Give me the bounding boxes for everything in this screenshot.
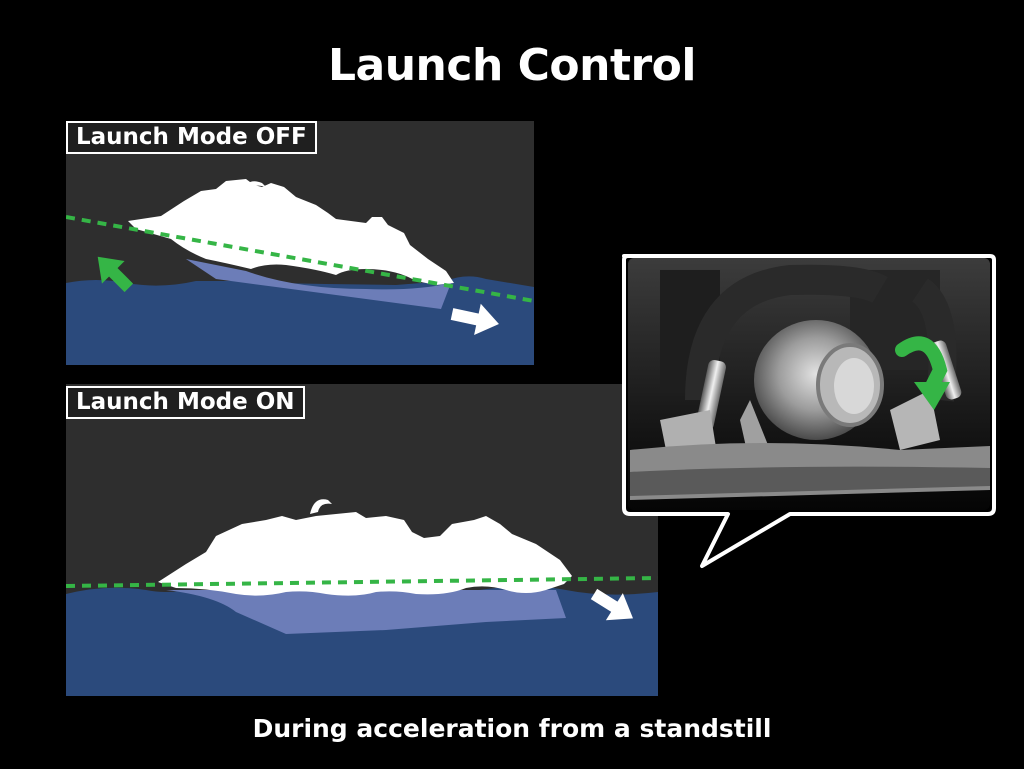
arrow-up-left-icon xyxy=(97,256,134,293)
launch-off-illustration xyxy=(66,121,534,365)
handlebar xyxy=(242,181,266,191)
launch-on-illustration xyxy=(66,384,658,696)
caption: During acceleration from a standstill xyxy=(252,714,772,743)
arrow-right-icon xyxy=(450,303,499,336)
panel-launch-mode-on xyxy=(66,384,658,696)
panel-launch-mode-off xyxy=(66,121,534,365)
mechanism-render xyxy=(628,258,990,510)
handlebar xyxy=(310,499,332,514)
page-title: Launch Control xyxy=(328,40,697,91)
submerged-hull xyxy=(186,259,451,309)
label-launch-mode-off: Launch Mode OFF xyxy=(66,121,317,154)
submerged-hull xyxy=(166,590,566,634)
label-launch-mode-on: Launch Mode ON xyxy=(66,386,305,419)
jet-ski-silhouette xyxy=(128,179,454,285)
rotate-clockwise-icon xyxy=(895,336,950,410)
trim-line xyxy=(66,576,658,588)
arrow-right-icon xyxy=(590,588,634,621)
mechanism-callout xyxy=(600,250,1000,570)
callout-bubble xyxy=(622,254,996,568)
jet-ski-silhouette xyxy=(158,512,572,596)
